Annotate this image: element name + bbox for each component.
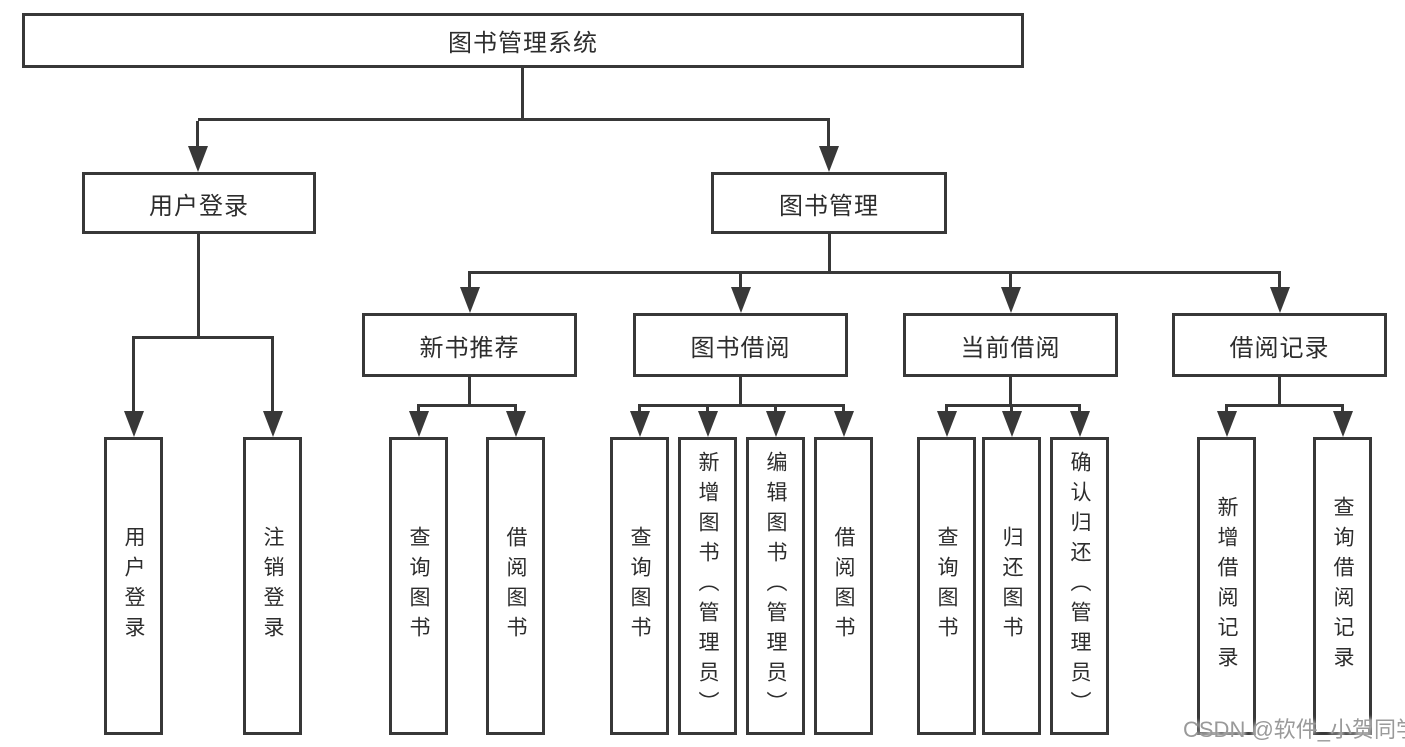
- leaf-bb-borrow-books: 借阅图书: [814, 437, 873, 735]
- connector-new-book-drop: [468, 274, 471, 289]
- connector-cb-drop-2: [1010, 407, 1013, 413]
- leaf-bb-query-books: 查询图书: [610, 437, 669, 735]
- connector-bb-stem: [739, 377, 742, 407]
- arrowhead-book-borrow-icon: [731, 287, 751, 313]
- arrowhead-bb-leaf2-icon: [698, 411, 718, 437]
- connector-bb-drop-2: [706, 407, 709, 413]
- node-book-management: 图书管理: [711, 172, 947, 234]
- arrowhead-new-book-icon: [460, 287, 480, 313]
- arrowhead-cb-leaf1-icon: [937, 411, 957, 437]
- leaf-cb-query-books: 查询图书: [917, 437, 976, 735]
- connector-br-bar: [1225, 404, 1344, 407]
- arrowhead-logout-leaf-icon: [263, 411, 283, 437]
- node-borrow-records: 借阅记录: [1172, 313, 1387, 377]
- connector-nbr-stem: [468, 377, 471, 407]
- connector-bb-bar: [638, 404, 845, 407]
- leaf-cb-return-books: 归还图书: [982, 437, 1041, 735]
- connector-current-borrow-drop: [1009, 274, 1012, 289]
- connector-bb-drop-4: [842, 407, 845, 413]
- connector-bb-drop-3: [774, 407, 777, 413]
- node-book-management-system: 图书管理系统: [22, 13, 1024, 68]
- connector-borrow-records-drop: [1278, 274, 1281, 289]
- arrowhead-br-leaf2-icon: [1333, 411, 1353, 437]
- connector-cb-stem: [1009, 377, 1012, 407]
- connector-br-drop-2: [1341, 407, 1344, 413]
- connector-login-leaf-drop: [132, 339, 135, 413]
- leaf-cb-confirm-return-admin: 确认归还（管理员）: [1050, 437, 1109, 735]
- connector-user-login-bar: [132, 336, 274, 339]
- leaf-bb-edit-books-admin: 编辑图书（管理员）: [746, 437, 805, 735]
- connector-nbr-drop-2: [514, 407, 517, 413]
- connector-user-login-stem: [197, 234, 200, 339]
- connector-br-drop-1: [1225, 407, 1228, 413]
- node-new-book-recommend: 新书推荐: [362, 313, 577, 377]
- connector-root-stem: [521, 68, 524, 121]
- leaf-nbr-borrow-books: 借阅图书: [486, 437, 545, 735]
- node-user-login: 用户登录: [82, 172, 316, 234]
- connector-user-login-drop: [196, 121, 199, 148]
- connector-root-bar: [198, 118, 830, 121]
- arrowhead-nbr-leaf1-icon: [409, 411, 429, 437]
- arrowhead-bb-leaf4-icon: [834, 411, 854, 437]
- connector-bb-drop-1: [638, 407, 641, 413]
- connector-logout-leaf-drop: [271, 339, 274, 413]
- csdn-watermark: CSDN @软件_小贺同学: [1183, 717, 1405, 742]
- arrowhead-bb-leaf1-icon: [630, 411, 650, 437]
- arrowhead-br-leaf1-icon: [1217, 411, 1237, 437]
- connector-book-management-stem: [828, 234, 831, 274]
- arrowhead-login-leaf-icon: [124, 411, 144, 437]
- connector-nbr-drop-1: [417, 407, 420, 413]
- arrowhead-cb-leaf2-icon: [1002, 411, 1022, 437]
- arrowhead-current-borrow-icon: [1001, 287, 1021, 313]
- connector-br-stem: [1278, 377, 1281, 407]
- connector-nbr-bar: [417, 404, 517, 407]
- arrowhead-cb-leaf3-icon: [1070, 411, 1090, 437]
- leaf-br-query-record: 查询借阅记录: [1313, 437, 1372, 735]
- connector-book-borrow-drop: [739, 274, 742, 289]
- arrowhead-borrow-records-icon: [1270, 287, 1290, 313]
- leaf-logout: 注销登录: [243, 437, 302, 735]
- arrowhead-book-management-icon: [819, 146, 839, 172]
- arrowhead-bb-leaf3-icon: [766, 411, 786, 437]
- leaf-nbr-query-books: 查询图书: [389, 437, 448, 735]
- arrowhead-nbr-leaf2-icon: [506, 411, 526, 437]
- connector-cb-drop-1: [945, 407, 948, 413]
- connector-level3-bar: [468, 271, 1281, 274]
- leaf-user-login: 用户登录: [104, 437, 163, 735]
- connector-cb-drop-3: [1078, 407, 1081, 413]
- leaf-br-add-record: 新增借阅记录: [1197, 437, 1256, 735]
- node-current-borrow: 当前借阅: [903, 313, 1118, 377]
- node-book-borrow: 图书借阅: [633, 313, 848, 377]
- connector-book-management-drop: [827, 121, 830, 148]
- arrowhead-user-login-icon: [188, 146, 208, 172]
- connector-cb-bar: [945, 404, 1081, 407]
- leaf-bb-add-books-admin: 新增图书（管理员）: [678, 437, 737, 735]
